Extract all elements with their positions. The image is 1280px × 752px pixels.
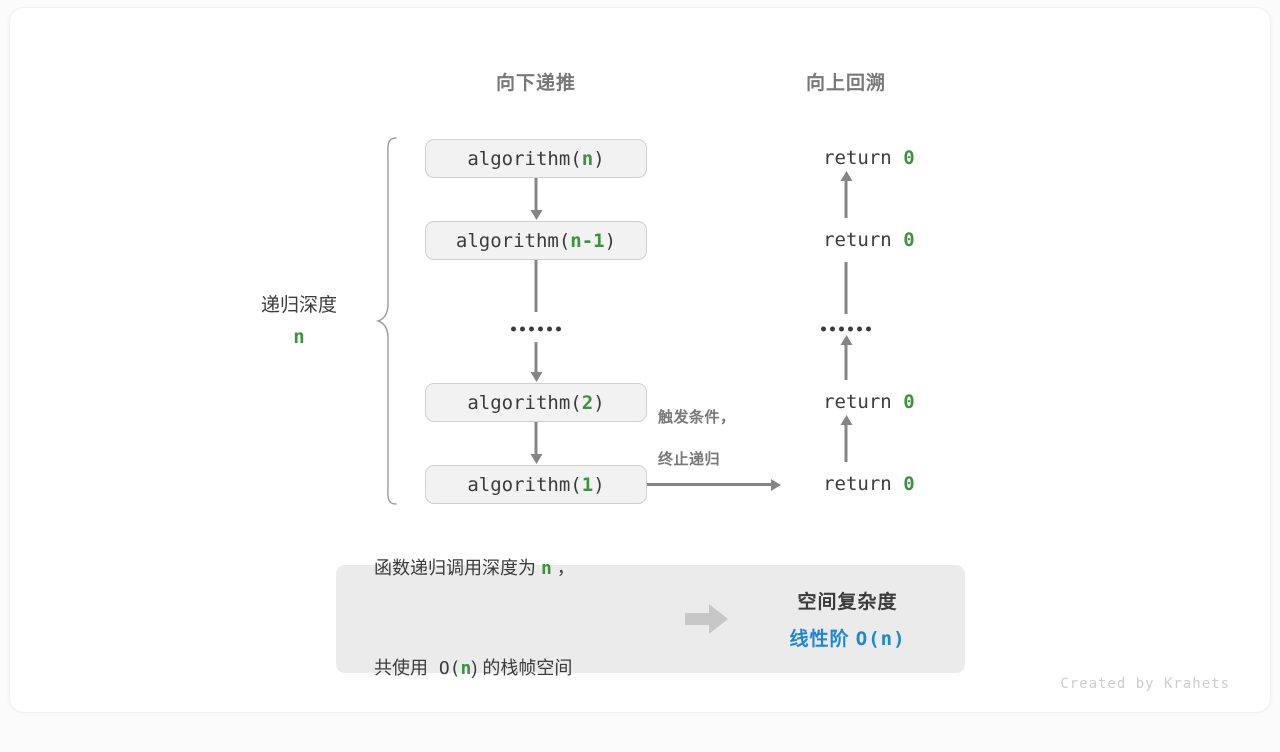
recursion-depth-value: n	[293, 326, 305, 348]
summary-l1-b: ，	[551, 558, 575, 579]
call-box-arg: 2	[581, 391, 594, 414]
summary-l2-var: n	[460, 658, 472, 680]
return-keyword: return	[823, 147, 904, 169]
call-box-arg: n-1	[570, 229, 605, 252]
return-label-top: return 0	[777, 125, 915, 191]
call-box-prefix: algorithm(	[467, 391, 582, 414]
call-box-2[interactable]: algorithm(2)	[425, 383, 647, 422]
call-box-1[interactable]: algorithm(1)	[425, 465, 647, 504]
return-label-bottom: return 0	[777, 451, 915, 517]
column-header-descend: 向下递推	[495, 73, 577, 94]
call-box-n-minus-1[interactable]: algorithm(n-1)	[425, 221, 647, 260]
complexity-title: 空间复杂度	[797, 592, 898, 613]
ascend-arrow-1	[844, 180, 848, 218]
recursion-depth-brace	[376, 137, 397, 505]
return-keyword: return	[823, 391, 904, 413]
call-box-suffix: )	[593, 391, 605, 414]
call-box-prefix: algorithm(	[455, 229, 571, 252]
complexity-summary-panel: 函数递归调用深度为 n ， 共使用 O(n) 的栈帧空间 空间复杂度 线性阶 O…	[336, 558, 965, 679]
ascend-arrow-4	[844, 424, 848, 462]
summary-l2-a: 共使用 O(	[374, 658, 461, 680]
base-case-arrow	[647, 483, 772, 486]
summary-line-2: 共使用 O(n) 的栈帧空间	[374, 652, 676, 685]
descend-arrow-4	[534, 422, 538, 455]
column-header-ascend: 向上回溯	[805, 73, 887, 94]
call-box-suffix: )	[593, 147, 605, 170]
summary-l1-var: n	[541, 558, 552, 580]
descend-line-2	[534, 260, 538, 312]
return-keyword: return	[823, 229, 904, 251]
return-value: 0	[903, 473, 915, 495]
return-keyword: return	[823, 473, 904, 495]
credit-text: Created by Krahets	[1060, 676, 1230, 692]
summary-description: 函数递归调用深度为 n ， 共使用 O(n) 的栈帧空间	[336, 486, 676, 752]
ascend-line-2	[844, 262, 848, 314]
call-box-arg: 1	[581, 473, 594, 496]
return-value: 0	[903, 147, 915, 169]
return-value: 0	[903, 229, 915, 251]
right-arrow-icon	[676, 603, 738, 635]
return-label-2: return 0	[777, 207, 915, 273]
ascend-arrow-3	[844, 344, 848, 380]
complexity-notation: O(n)	[855, 628, 906, 650]
recursion-depth-label: 递归深度	[260, 295, 338, 316]
summary-line-1: 函数递归调用深度为 n ，	[374, 552, 676, 585]
summary-l2-b: ) 的栈帧空间	[471, 658, 573, 679]
summary-conclusion: 空间复杂度 线性阶 O(n)	[738, 587, 965, 651]
base-case-note-line2: 终止递归	[658, 451, 721, 468]
summary-l1-a: 函数递归调用深度为	[374, 558, 542, 579]
complexity-order-name: 线性阶	[789, 629, 856, 650]
return-label-3: return 0	[777, 369, 915, 435]
descend-arrow-1	[534, 178, 538, 211]
ascend-ellipsis	[821, 326, 871, 332]
return-value: 0	[903, 391, 915, 413]
call-box-suffix: )	[604, 229, 617, 252]
call-box-prefix: algorithm(	[467, 473, 582, 496]
descend-ellipsis	[511, 326, 561, 332]
call-box-n[interactable]: algorithm(n)	[425, 139, 647, 178]
diagram-card: 向下递推 向上回溯 递归深度 n algorithm(n) algorithm(…	[10, 8, 1270, 712]
call-box-arg: n	[581, 147, 594, 170]
complexity-result: 线性阶 O(n)	[738, 624, 957, 651]
call-box-prefix: algorithm(	[467, 147, 582, 170]
call-box-suffix: )	[593, 473, 605, 496]
base-case-note-line1: 触发条件，	[658, 409, 736, 426]
descend-arrow-3	[534, 342, 538, 373]
